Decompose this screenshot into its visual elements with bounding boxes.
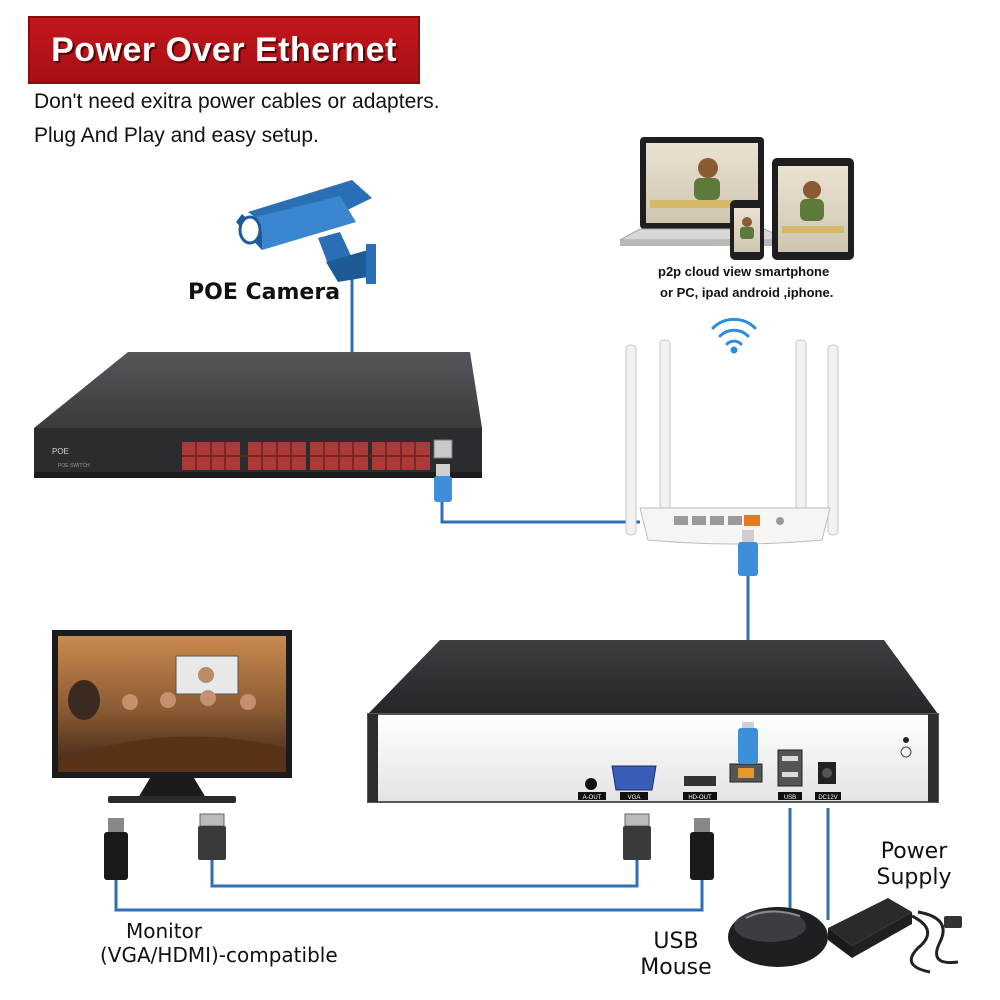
router-icon [625,339,839,576]
aout-port [585,778,597,790]
switch-port-block [182,442,430,470]
vga-plug-monitor [198,813,226,860]
power-label-line-1: Power [881,839,948,864]
hdmi-plug-monitor [104,818,128,880]
hdmi-plug-nvr [690,818,714,880]
switch-cable-plug [434,464,452,502]
vga-cable [210,860,639,888]
tagline-line-2: Plug And Play and easy setup. [34,124,319,147]
usb-label-line-2: Mouse [640,955,711,980]
monitor-label-line-2: (VGA/HDMI)-compatible [100,943,338,967]
tablet-icon [772,158,854,260]
mouse-icon [728,907,828,967]
nvr-recorder: A-OUT VGA HD-OUT USB DC12V [367,640,939,803]
usb-label-line-1: USB [653,929,698,954]
monitor-label-line-1: Monitor [126,919,203,943]
port-label-hdout: HD-OUT [688,795,712,801]
cloud-label-line-2: or PC, ipad android ,iphone. [660,285,833,300]
hdmi-port [684,776,716,786]
power-label-line-2: Supply [877,865,952,890]
usb-ports [777,749,803,787]
port-label-aout: A-OUT [583,795,602,801]
vga-port [611,765,657,791]
poe-switch: POE POE SWITCH [34,352,482,502]
switch-to-router-cable [440,500,640,524]
nvr-lan-plug [738,722,758,764]
cloud-label-line-1: p2p cloud view smartphone [658,264,829,279]
port-label-vga: VGA [628,795,641,801]
port-label-dc: DC12V [818,795,837,801]
port-label-usb: USB [784,795,796,801]
poe-camera-label: POE Camera [188,280,340,305]
switch-uplink-port [433,439,453,459]
banner-title: Power Over Ethernet [51,31,397,69]
switch-model: POE SWITCH [58,463,90,469]
smartphone-icon [730,200,764,260]
vga-plug-nvr [623,813,651,860]
wifi-icon [711,317,757,354]
title-banner: Power Over Ethernet [28,16,420,84]
camera-icon [236,180,376,284]
power-adapter-icon [828,898,962,974]
monitor [52,630,292,803]
tagline-line-1: Don't need exitra power cables or adapte… [34,90,440,113]
laptop-icon [619,137,791,246]
router-cable-plug [738,530,758,576]
hdmi-cable [114,880,704,912]
switch-brand: POE [52,447,69,456]
